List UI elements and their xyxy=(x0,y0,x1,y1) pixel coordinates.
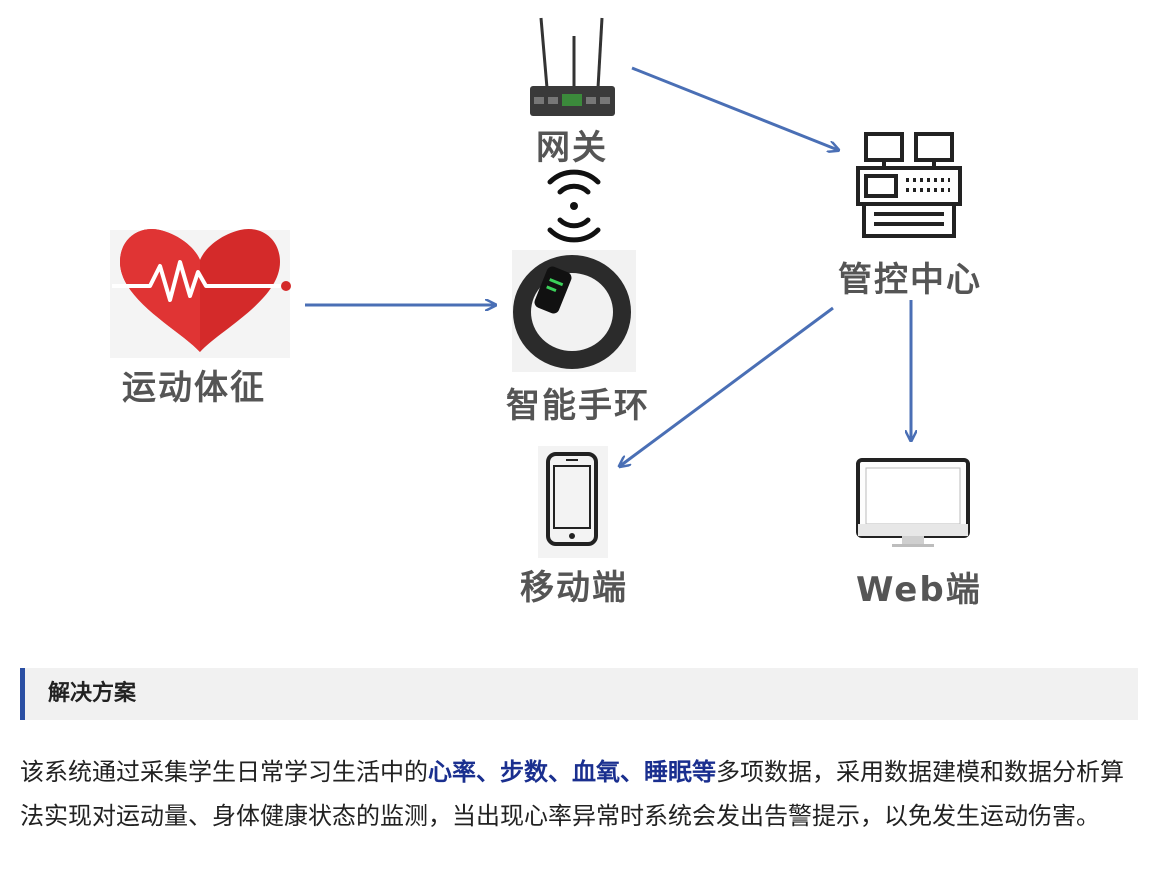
wireless-signal-icon xyxy=(547,169,601,243)
label-mobile: 移动端 xyxy=(520,568,628,608)
description-paragraph: 该系统通过采集学生日常学习生活中的心率、步数、血氧、睡眠等多项数据，采用数据建模… xyxy=(20,750,1140,838)
smart-bracelet-icon xyxy=(512,250,636,372)
label-vital-signs: 运动体征 xyxy=(122,368,266,408)
section-title: 解决方案 xyxy=(48,681,137,706)
arrow-gateway-to-center xyxy=(631,66,838,150)
mobile-phone-icon xyxy=(538,446,608,558)
label-bracelet: 智能手环 xyxy=(506,386,650,426)
flow-diagram: 网关 管控中心 运动体征 智能手环 移动端 Web端 xyxy=(110,17,982,610)
paragraph-text-end: 多项数据，采用数据建模和数据分析算法实现对运动量、身体健康状态的监测，当出现心率… xyxy=(20,758,1124,830)
paragraph-text-start: 该系统通过采集学生日常学习生活中的 xyxy=(20,758,428,786)
monitor-icon xyxy=(856,458,970,547)
section-header: 解决方案 xyxy=(20,668,1138,720)
control-center-icon xyxy=(856,132,962,238)
label-control-center: 管控中心 xyxy=(838,260,982,300)
section-accent-bar xyxy=(20,668,25,720)
label-web: Web端 xyxy=(856,570,982,610)
diagram-canvas xyxy=(110,17,970,558)
label-gateway: 网关 xyxy=(536,128,608,168)
heart-icon xyxy=(110,228,291,358)
arrow-center-to-mobile xyxy=(620,306,834,466)
router-icon xyxy=(530,17,615,116)
paragraph-highlight: 心率、步数、血氧、睡眠等 xyxy=(428,758,716,786)
